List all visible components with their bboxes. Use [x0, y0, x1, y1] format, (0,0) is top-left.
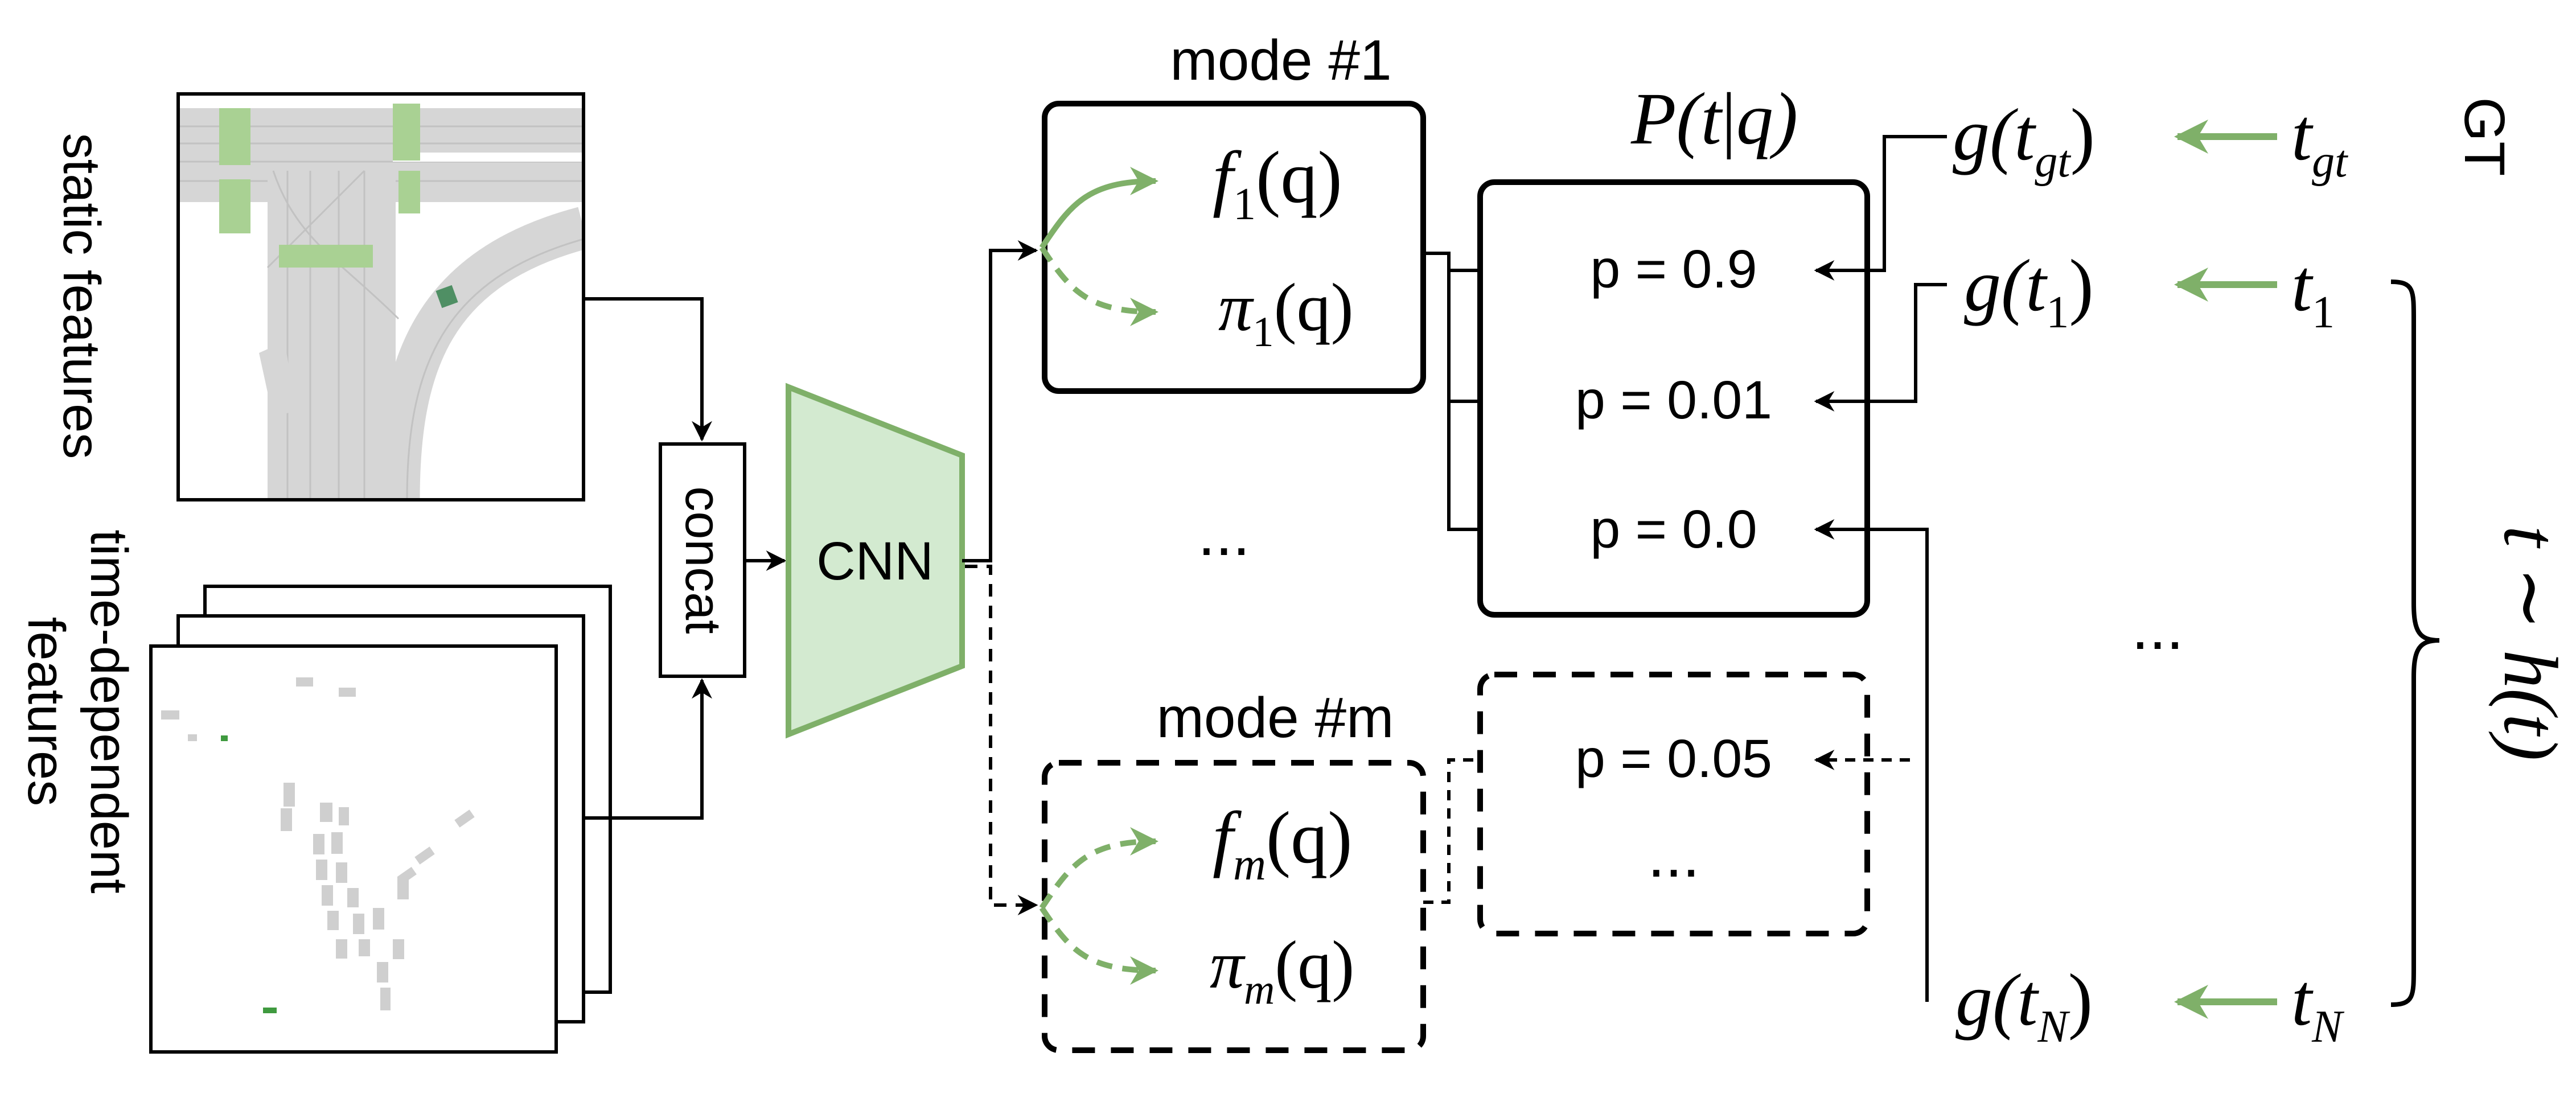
f1-expression: f1(q) — [1213, 137, 1342, 229]
pim-expression: πm(q) — [1210, 927, 1354, 1013]
static-features-label: static features — [52, 133, 110, 459]
prob-m-ellipsis: ... — [1648, 820, 1700, 890]
sampling-label: t ∼ h(t) — [2488, 525, 2573, 760]
svg-text:static features: static features — [52, 133, 110, 459]
time-dependent-features-label: time-dependent features — [17, 529, 138, 893]
mode-ellipsis: ... — [1198, 499, 1250, 569]
g-t1: g(t1) — [1964, 245, 2094, 338]
time-dependent-stack — [149, 585, 612, 1054]
svg-text:time-dependent: time-dependent — [80, 529, 138, 893]
prob-3: p = 0.0 — [1590, 499, 1757, 560]
gt-score-row: g(tgt) tgt — [1953, 94, 2348, 187]
static-features-map — [176, 92, 585, 501]
sampling-brace — [2390, 279, 2440, 1007]
probability-distribution-box: P(t|q) p = 0.9 p = 0.01 p = 0.0 — [1477, 78, 1870, 618]
cnn-block: CNN — [786, 383, 965, 739]
gt-label: GT — [2452, 97, 2516, 176]
fm-expression: fm(q) — [1213, 797, 1353, 890]
t-gt: tgt — [2291, 94, 2348, 187]
prob-2: p = 0.01 — [1575, 370, 1772, 430]
mode-1-block: mode #1 f1(q) π1(q) — [1039, 28, 1426, 394]
p-t-given-q-label: P(t|q) — [1630, 78, 1798, 160]
tN-score-row: g(tN) tN — [1955, 959, 2345, 1052]
trajectory-ellipsis: ... — [2131, 593, 2184, 663]
cnn-to-modem-arrow — [965, 565, 1038, 915]
svg-text:CNN: CNN — [816, 531, 934, 591]
mode-m-probability-box: p = 0.05 ... — [1477, 672, 1870, 936]
t-N: tN — [2291, 959, 2345, 1052]
prob-1: p = 0.9 — [1590, 239, 1757, 299]
svg-text:concat: concat — [675, 486, 732, 634]
t-1: t1 — [2291, 245, 2335, 338]
score-to-prob-arrows — [1814, 135, 1947, 1002]
pi1-expression: π1(q) — [1218, 269, 1354, 356]
t1-score-row: g(t1) t1 — [1964, 245, 2335, 338]
prob-m: p = 0.05 — [1575, 729, 1772, 789]
svg-text:GT: GT — [2452, 97, 2516, 176]
g-tgt: g(tgt) — [1953, 94, 2095, 187]
mode-m-block: mode #m fm(q) πm(q) — [1039, 686, 1426, 1053]
map-to-concat-arrows — [584, 297, 712, 820]
concat-block: concat — [659, 442, 746, 678]
modem-to-prob-arrow — [1423, 750, 1539, 904]
cnn-to-mode1-arrow — [962, 240, 1038, 562]
svg-text:mode #1: mode #1 — [1170, 28, 1391, 92]
svg-text:features: features — [17, 617, 75, 806]
agent-boxes — [161, 677, 475, 1013]
g-tN: g(tN) — [1955, 959, 2093, 1052]
svg-text:mode #m: mode #m — [1157, 686, 1394, 750]
svg-text:t ∼ h(t): t ∼ h(t) — [2488, 525, 2573, 760]
